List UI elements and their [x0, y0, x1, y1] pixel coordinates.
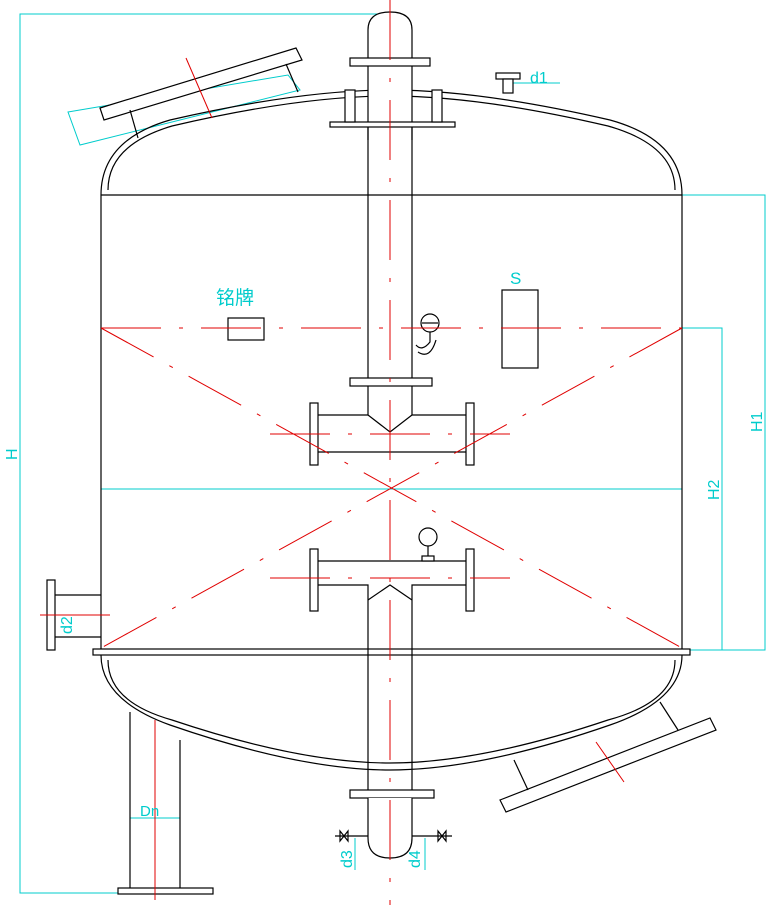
lower-tee-right-flange	[465, 548, 475, 612]
top-manhole-neck-right	[285, 63, 299, 93]
nameplate	[227, 317, 265, 341]
overall-height-dimension	[19, 13, 398, 894]
nozzle-d1	[495, 72, 521, 94]
top-manhole-outline	[67, 74, 301, 146]
lower-tee-junction	[367, 584, 413, 601]
dimension-lines	[19, 13, 766, 894]
h1-dimension	[682, 194, 766, 651]
bottom-head	[100, 654, 683, 771]
gauge-siphon	[415, 332, 437, 355]
d4-valve-icon	[437, 829, 447, 843]
lower-tee	[318, 560, 466, 790]
top-support-right	[431, 89, 443, 123]
lower-tee-left-flange	[309, 548, 319, 612]
bottom-manhole-centerline	[595, 741, 625, 783]
lower-valve-body	[421, 555, 435, 562]
bottom-manhole-neck-left	[513, 759, 529, 791]
pressure-gauge	[415, 313, 440, 355]
d4-label: d4	[407, 850, 424, 868]
bottom-manhole-neck-right	[659, 701, 679, 731]
bottom-seam-flange	[92, 648, 691, 656]
d1-label: d1	[530, 70, 548, 87]
dn-label: Dn	[140, 803, 159, 820]
top-manhole-neck-left	[129, 109, 139, 139]
d1-flange	[495, 72, 521, 80]
h2-dimension	[682, 327, 723, 650]
center-lines	[40, 0, 683, 905]
nameplate-label: 铭牌	[216, 287, 254, 309]
bottom-manhole	[499, 701, 717, 813]
bottom-manhole-cover	[499, 717, 717, 813]
d1-neck	[502, 78, 514, 94]
top-support-left	[344, 89, 356, 123]
d3-label: d3	[339, 850, 356, 868]
top-manhole-cover	[99, 47, 303, 121]
h-label: H	[4, 448, 21, 460]
top-support-base	[329, 121, 456, 128]
h2-label: H2	[706, 479, 723, 500]
sight-glass-label: S	[510, 269, 521, 288]
sight-glass-s	[501, 289, 539, 369]
support-leg	[117, 712, 214, 895]
vessel	[92, 89, 691, 771]
top-manhole-centerline	[185, 57, 213, 119]
leg-base-plate	[117, 887, 214, 895]
top-manhole	[99, 47, 303, 139]
d2-label: d2	[59, 616, 76, 634]
central-pipe	[309, 11, 475, 859]
diagonal-2	[100, 327, 683, 649]
upper-pipe-flange	[349, 377, 433, 387]
h1-label: H1	[749, 411, 766, 432]
lower-valve-handwheel-icon	[418, 527, 438, 547]
upper-tee-top	[318, 386, 466, 416]
d3-valve-icon	[339, 829, 349, 843]
bottom-head-inner	[107, 659, 676, 764]
bottom-pipe-flange	[349, 789, 435, 799]
